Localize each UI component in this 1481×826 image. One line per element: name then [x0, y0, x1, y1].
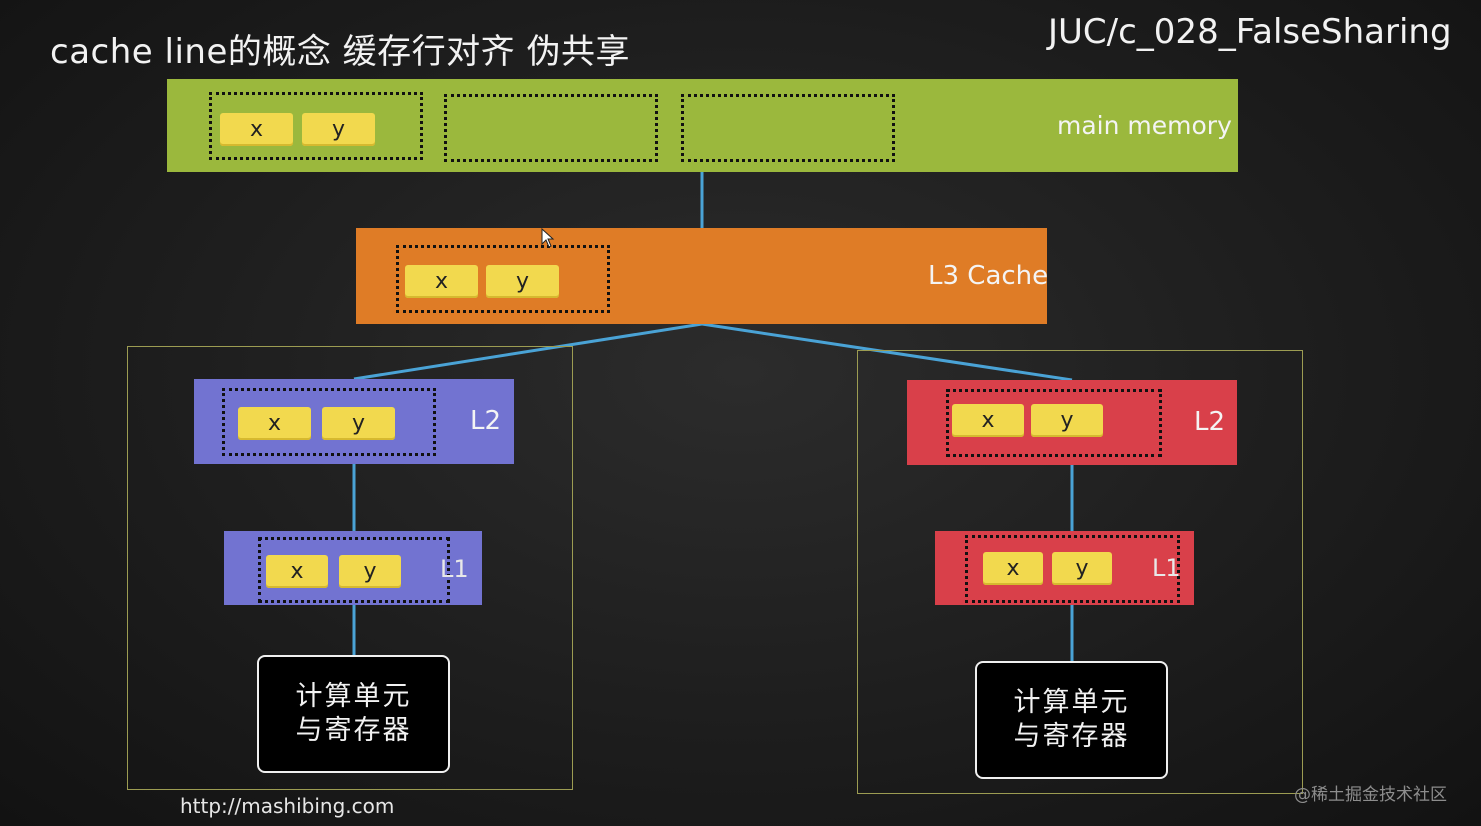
- l2-left-label: L2: [470, 406, 502, 436]
- cpu-left-line1: 计算单元: [295, 681, 412, 713]
- connector-l3-l2-right: [701, 322, 1073, 382]
- l2-right-cache-line: [946, 389, 1162, 457]
- code-reference: JUC/c_028_FalseSharing: [1048, 12, 1452, 52]
- watermark: @稀土掘金技术社区: [1294, 785, 1447, 805]
- memory-cell-y: y: [302, 113, 375, 146]
- mouse-cursor-icon: [541, 228, 555, 248]
- footer-url: http://mashibing.com: [180, 794, 395, 818]
- l2-left-cache-line: [222, 388, 436, 456]
- cpu-right-line2: 与寄存器: [1013, 721, 1130, 752]
- l2-right-cell-y: y: [1031, 404, 1103, 437]
- l2-left-cell-x: x: [238, 407, 311, 440]
- l1-left-label: L1: [440, 555, 469, 583]
- l2-left-cell-y: y: [322, 407, 395, 440]
- cpu-unit-right: 计算单元 与寄存器: [975, 661, 1168, 779]
- core-left-boundary: [127, 346, 573, 790]
- memory-cache-line-2: [444, 94, 658, 162]
- memory-cell-x: x: [220, 113, 293, 146]
- l3-cache-line: [396, 245, 610, 313]
- memory-cache-line-1: [209, 92, 423, 160]
- memory-cache-line-3: [681, 94, 895, 162]
- l3-cell-y: y: [486, 265, 559, 298]
- cpu-left-line2: 与寄存器: [295, 715, 412, 746]
- l1-left-cache-line: [258, 537, 450, 603]
- l1-left-cell-y: y: [339, 555, 401, 588]
- l2-right-label: L2: [1194, 407, 1226, 437]
- l2-right-cell-x: x: [952, 404, 1024, 437]
- l3-cache-label: L3 Cache: [928, 261, 1049, 291]
- cpu-unit-left: 计算单元 与寄存器: [257, 655, 450, 773]
- slide-title: cache line的概念 缓存行对齐 伪共享: [50, 32, 630, 72]
- l1-right-cell-y: y: [1052, 552, 1112, 585]
- main-memory-label: main memory: [1057, 111, 1232, 140]
- l1-right-cache-line: [965, 535, 1180, 603]
- cpu-right-line1: 计算单元: [1013, 687, 1130, 719]
- l3-cell-x: x: [405, 265, 478, 298]
- core-right-boundary: [857, 350, 1303, 794]
- l1-left-cell-x: x: [266, 555, 328, 588]
- connector-l3-l2-left: [353, 322, 703, 381]
- l1-right-label: L1: [1152, 554, 1181, 582]
- l1-right-cell-x: x: [983, 552, 1043, 585]
